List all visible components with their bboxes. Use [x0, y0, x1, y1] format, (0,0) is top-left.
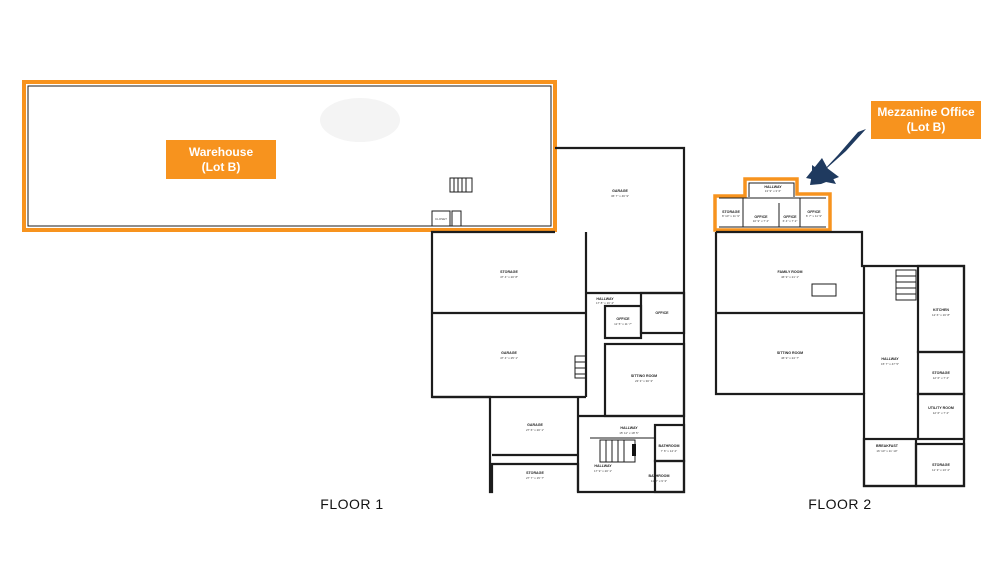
room-office-m2-name: OFFICE	[783, 215, 797, 219]
room-storage-main-name: STORAGE	[500, 270, 518, 274]
room-bathroom-b-dim: 11' 2" x 9' 3"	[651, 479, 667, 483]
warehouse-highlight	[22, 80, 557, 232]
room-storage3-dim: 11' 3" x 13' 4"	[932, 468, 950, 472]
room-hallway-m-name: HALLWAY	[764, 185, 782, 189]
room-hallway-c-name: HALLWAY	[594, 464, 612, 468]
room-office-a-name: OFFICE	[616, 317, 630, 321]
closet-box	[431, 210, 451, 227]
floor-2-outline	[714, 230, 966, 488]
mezzanine-highlight	[713, 177, 832, 232]
room-family-dim: 46' 9" x 21' 1"	[781, 275, 799, 279]
room-storage-main-dim: 47' 4" x 20' 8"	[500, 275, 518, 279]
floor-2-stairs	[895, 269, 917, 301]
room-sitting-name: SITTING ROOM	[631, 374, 657, 378]
room-office-m1-name: OFFICE	[754, 215, 768, 219]
mezzanine-callout-line1: Mezzanine Office	[877, 105, 975, 119]
room-bathroom-b-name: BATHROOM	[649, 474, 670, 478]
room-hallway-a-name: HALLWAY	[596, 297, 614, 301]
room-breakfast-dim: 16' 10" x 11' 10"	[876, 449, 897, 453]
room-sitting-dim: 23' 3" x 30' 3"	[635, 379, 653, 383]
room-family-name: FAMILY ROOM	[778, 270, 803, 274]
room-office-m1-dim: 10' 9" x 7' 2"	[753, 219, 769, 223]
floor-2-plan: HALLWAY 13' 9" x 3' 6" STORAGE 8' 10" x …	[713, 177, 966, 512]
warehouse-walls	[27, 85, 552, 227]
bathroom-a-box	[653, 423, 686, 463]
warehouse-callout-line2: (Lot B)	[201, 159, 241, 174]
room-hallway2-dim: 15' 7" x 47' 5"	[881, 362, 899, 366]
room-hallway-c-dim: 17' 9" x 20' 1"	[594, 469, 612, 473]
room-office-a-dim: 11' 5" x 11' 7"	[614, 322, 632, 326]
warehouse-stairs	[449, 177, 473, 193]
room-hallway-b-dim: 15' 11" x 18' 5"	[619, 431, 639, 435]
room-storage-low-name: STORAGE	[526, 471, 544, 475]
room-kitchen-name: KITCHEN	[933, 308, 949, 312]
warehouse-callout-line1: Warehouse	[188, 144, 254, 159]
room-hallway-b-name: HALLWAY	[620, 426, 638, 430]
warehouse-callout: Warehouse (Lot B)	[166, 140, 276, 179]
room-office-m2-dim: 6' 4" x 7' 2"	[783, 219, 798, 223]
room-utility-name: UTILITY ROOM	[928, 406, 954, 410]
bathroom-b-box	[653, 459, 686, 494]
room-kitchen-dim: 12' 6" x 16' 8"	[932, 313, 950, 317]
room-garage-mid-name: GARAGE	[501, 351, 517, 355]
room-breakfast-name: BREAKFAST	[876, 444, 899, 448]
room-garage-low-name: GARAGE	[527, 423, 543, 427]
floor-1-label: FLOOR 1	[320, 496, 383, 512]
room-sitting2-name: SITTING ROOM	[777, 351, 803, 355]
room-bathroom-a-name: BATHROOM	[659, 444, 680, 448]
room-storage-low-dim: 27' 7" x 15' 7"	[526, 476, 544, 480]
floor-2-label: FLOOR 2	[808, 496, 871, 512]
office-b-box	[639, 291, 686, 335]
room-storage3-name: STORAGE	[932, 463, 950, 467]
floor-1-stairs	[574, 355, 636, 463]
room-office-b-name: OFFICE	[655, 311, 669, 315]
mezzanine-callout: Mezzanine Office (Lot B)	[871, 101, 981, 139]
floor-1-plan: CLOSET GARAGE 3	[22, 80, 686, 512]
utility-box	[916, 392, 966, 441]
room-garage-low-dim: 27' 6" x 20' 1"	[526, 428, 544, 432]
room-hallway2-name: HALLWAY	[881, 357, 899, 361]
arrow-icon	[806, 129, 866, 185]
room-garage-top-name: GARAGE	[612, 189, 628, 193]
storage3-box	[914, 442, 966, 488]
room-storage-m-dim: 8' 10" x 11' 9"	[722, 214, 740, 218]
warehouse-floor-shading	[320, 98, 400, 142]
room-storage-m-name: STORAGE	[722, 210, 740, 214]
mezzanine-hallway-walls	[748, 182, 795, 197]
closet-box-2	[451, 210, 462, 227]
room-hallway-a-dim: 17' 8" x 16' 4"	[596, 301, 614, 305]
room-storage2-name: STORAGE	[932, 371, 950, 375]
room-bathroom-a-dim: 7' 6" x 14' 2"	[661, 449, 677, 453]
room-office-m3-name: OFFICE	[807, 210, 821, 214]
room-storage2-dim: 12' 6" x 7' 2"	[933, 376, 949, 380]
room-garage-top-dim: 36' 7" x 46' 9"	[611, 194, 629, 198]
room-sitting2-dim: 46' 9" x 24' 7"	[781, 356, 799, 360]
room-office-m3-dim: 6' 7" x 11' 9"	[806, 214, 822, 218]
family-room-fixture	[811, 283, 837, 297]
room-utility-dim: 12' 6" x 7' 2"	[933, 411, 949, 415]
room-garage-mid-dim: 47' 4" x 25' 1"	[500, 356, 518, 360]
closet-label: CLOSET	[435, 217, 447, 221]
room-hallway-m-dim: 13' 9" x 3' 6"	[765, 189, 781, 193]
mezzanine-callout-line2: (Lot B)	[906, 120, 946, 134]
